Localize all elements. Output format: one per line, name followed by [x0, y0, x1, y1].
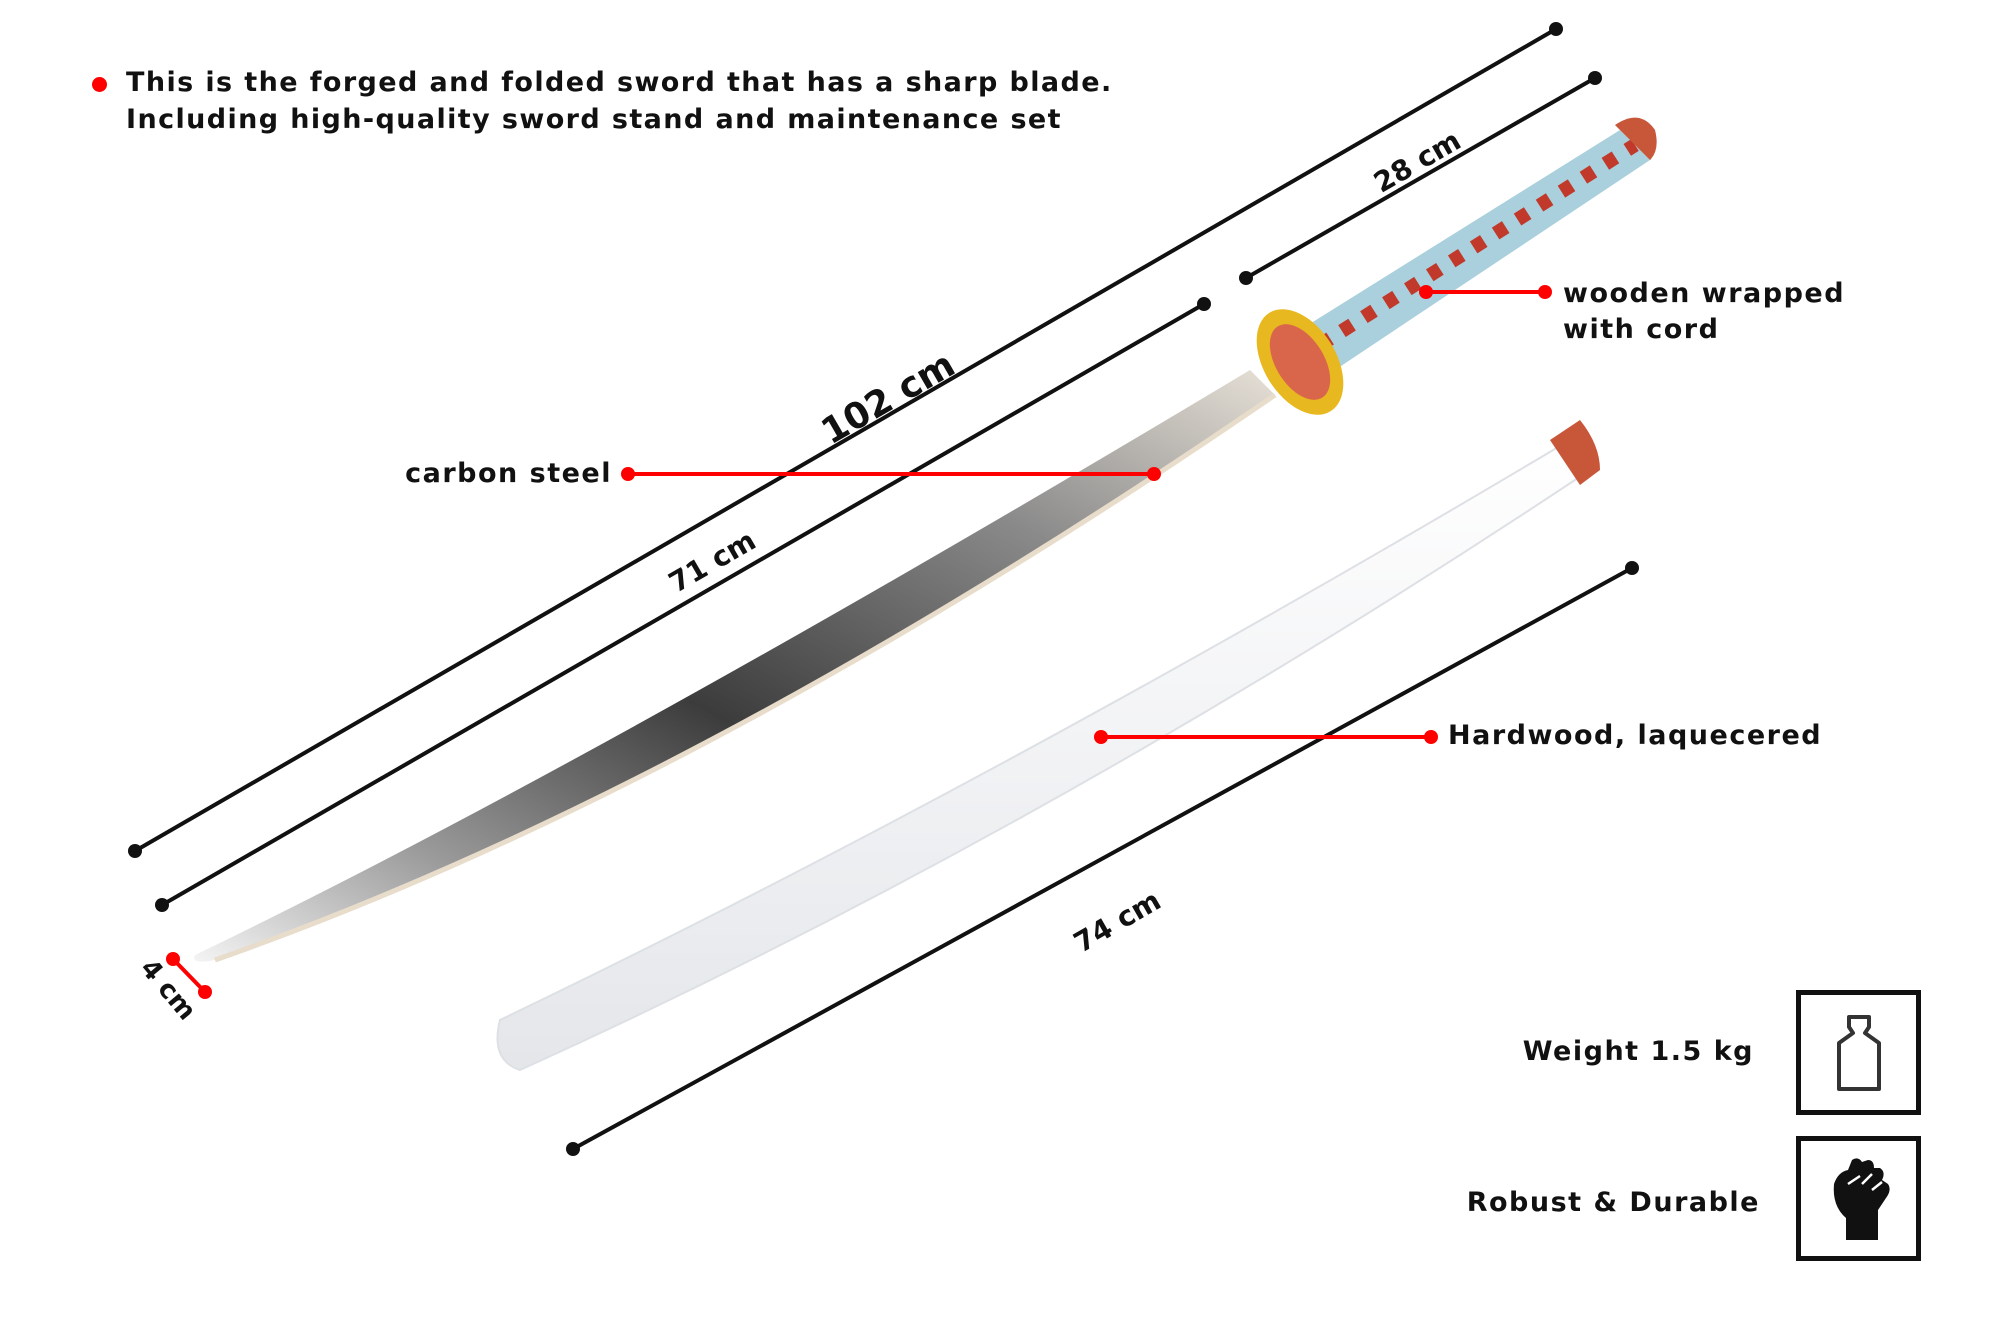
bullet-icon	[92, 77, 107, 92]
blade-material-label: carbon steel	[405, 458, 612, 489]
intro-line-2: Including high-quality sword stand and m…	[126, 104, 1062, 135]
intro-text: This is the forged and folded sword that…	[126, 64, 1113, 138]
dimension-line-74cm	[566, 561, 1639, 1156]
dimension-line-4cm	[166, 952, 212, 999]
callout-line-handle	[1419, 285, 1552, 299]
intro-line-1: This is the forged and folded sword that…	[126, 67, 1113, 98]
scabbard	[496, 420, 1600, 1072]
callout-line-blade	[621, 467, 1161, 481]
handle-material-line-2: with cord	[1563, 314, 1720, 345]
blade	[194, 370, 1277, 963]
fist-icon	[1833, 1157, 1890, 1240]
dimension-line-28cm	[1239, 71, 1602, 285]
dimension-line-102cm	[128, 22, 1563, 858]
weight-icon	[1836, 1014, 1881, 1091]
tsuba-guard	[1256, 309, 1344, 415]
handle-material-label: wooden wrapped with cord	[1563, 276, 1845, 348]
dimension-line-71cm	[155, 297, 1211, 912]
callout-line-scabbard	[1094, 730, 1438, 744]
handle-material-line-1: wooden wrapped	[1563, 278, 1846, 309]
weight-label: Weight 1.5 kg	[1522, 1036, 1754, 1067]
fist-icon-box	[1796, 1136, 1921, 1261]
scabbard-material-label: Hardwood, laquecered	[1448, 720, 1823, 751]
durability-label: Robust & Durable	[1466, 1187, 1760, 1218]
weight-icon-box	[1796, 990, 1921, 1115]
